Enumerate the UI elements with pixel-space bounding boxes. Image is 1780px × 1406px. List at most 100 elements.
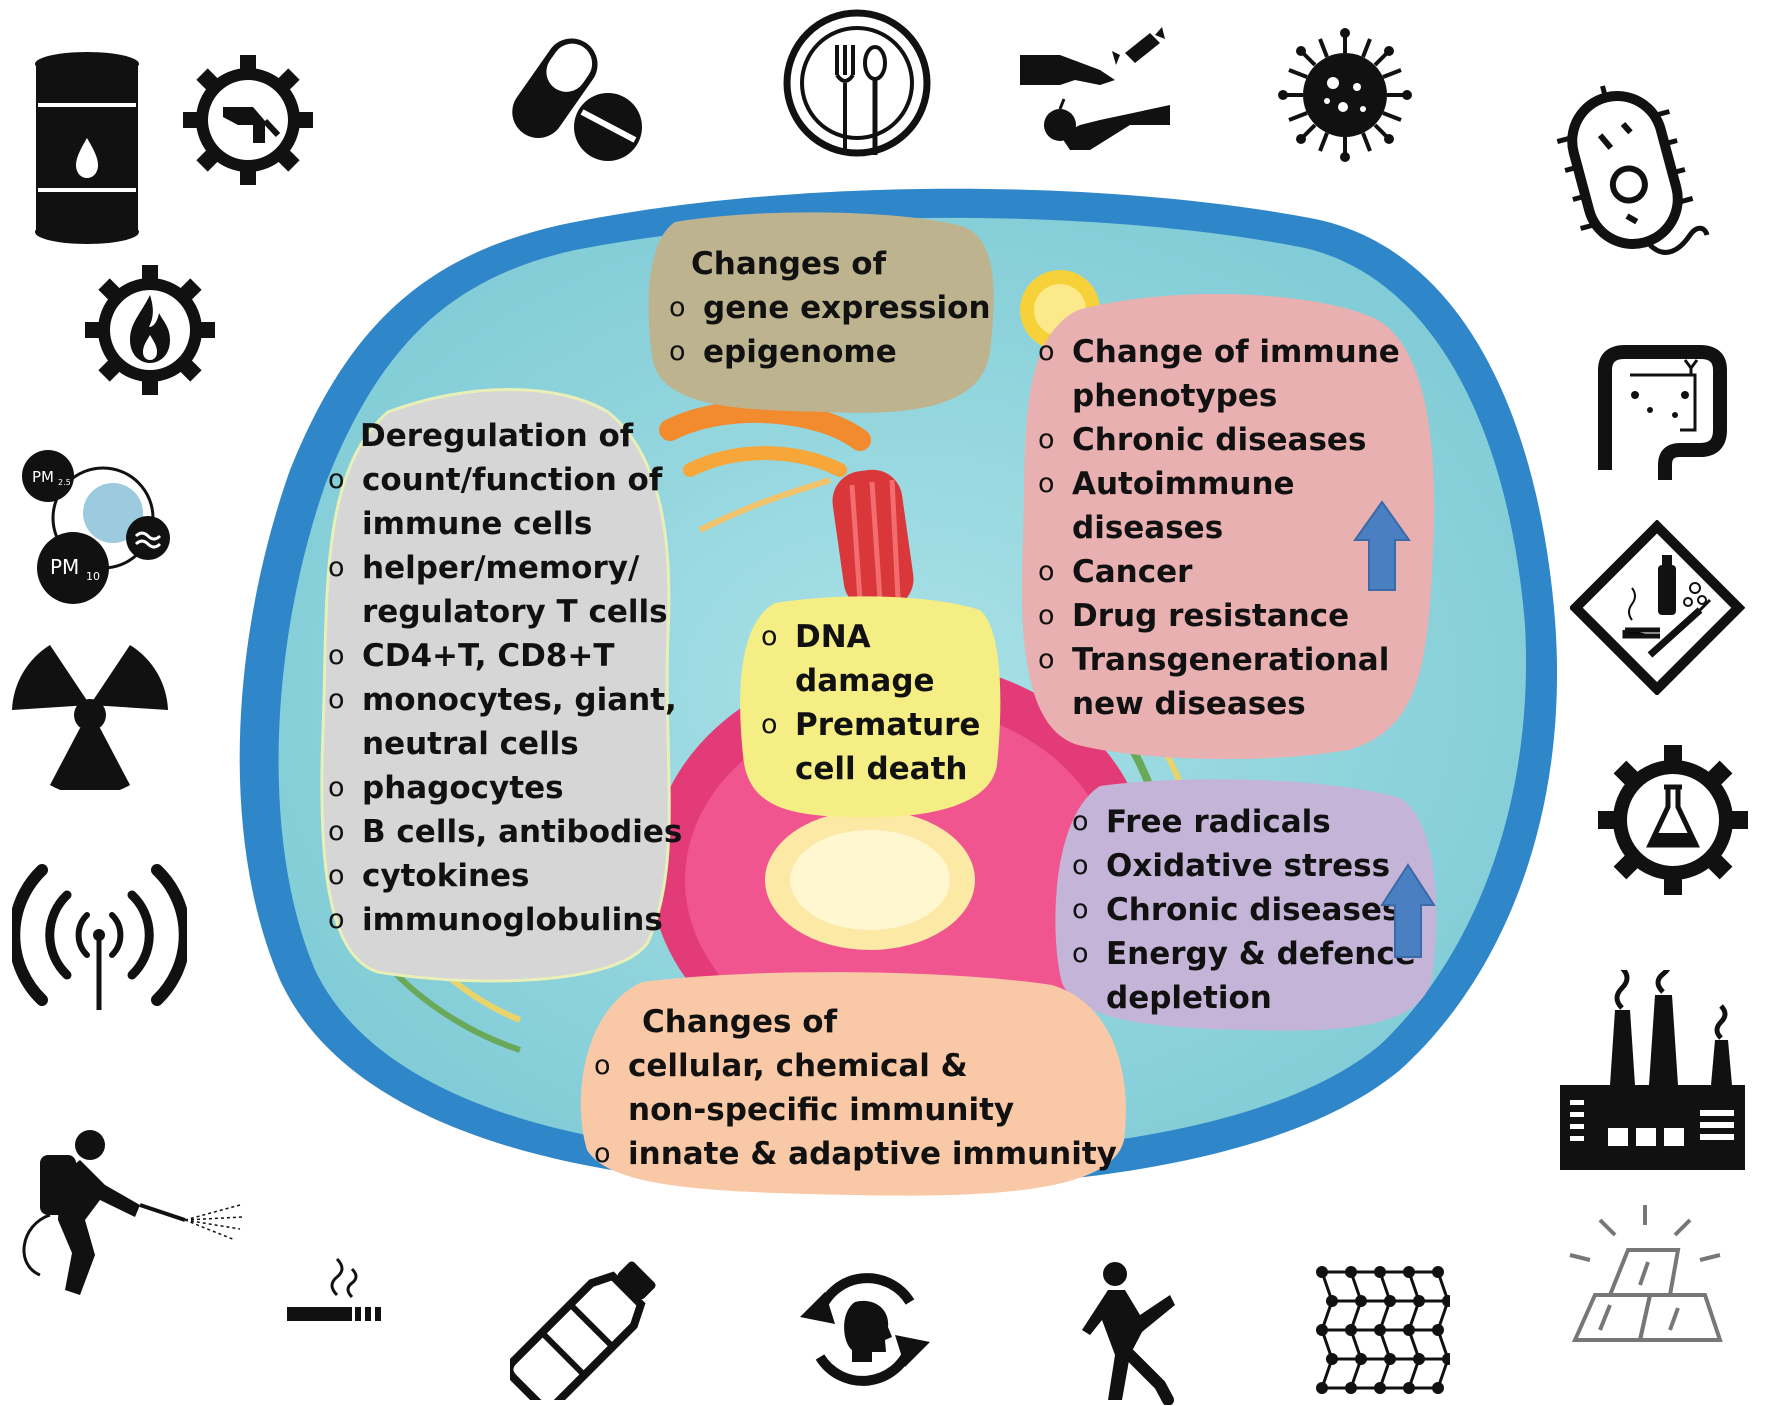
dining-plate-icon <box>775 5 940 160</box>
network-node <box>1413 1295 1425 1307</box>
dereg-item-line: immunoglobulins <box>362 902 663 938</box>
immune-item-line: Autoimmune <box>1072 466 1295 502</box>
network-node <box>1355 1353 1367 1365</box>
radicals-item: Oxidative stress <box>1072 844 1440 888</box>
gold-bars-icon <box>1560 1200 1730 1345</box>
network-node <box>1345 1324 1357 1336</box>
network-node <box>1384 1353 1396 1365</box>
drugs-warning-icon <box>1570 520 1745 695</box>
immunity-item: cellular, chemical & non-specific immunit… <box>594 1044 1132 1132</box>
deregulation-box: Deregulation of count/function ofimmune … <box>318 382 688 987</box>
dereg-item: phagocytes <box>328 766 688 810</box>
fuel-gear-icon <box>183 55 313 185</box>
dereg-item-line: regulatory T cells <box>362 594 668 630</box>
network-node <box>1442 1295 1450 1307</box>
dereg-item: CD4+T, CD8+T <box>328 634 688 678</box>
network-node <box>1403 1266 1415 1278</box>
radicals-item-line: Chronic diseases <box>1106 892 1401 928</box>
immune-item-line: phenotypes <box>1072 378 1278 414</box>
dereg-item-line: monocytes, giant, <box>362 682 677 718</box>
free-radicals-box: Free radicalsOxidative stressChronic dis… <box>1050 778 1440 1033</box>
immune-item-line: Change of immune <box>1072 334 1400 370</box>
chemistry-gear-icon <box>1598 745 1748 895</box>
nanoparticle-network-icon <box>1310 1260 1450 1400</box>
fire-gear-icon <box>85 265 215 395</box>
immune-item-line: Chronic diseases <box>1072 422 1367 458</box>
network-node <box>1374 1324 1386 1336</box>
immune-item-line: Cancer <box>1072 554 1193 590</box>
dereg-item-line: cytokines <box>362 858 530 894</box>
dereg-item-line: neutral cells <box>362 726 579 762</box>
immune-item: Transgenerational new diseases <box>1038 638 1438 726</box>
immune-item-line: Transgenerational <box>1072 642 1390 678</box>
immunity-item-line: cellular, chemical & <box>628 1048 968 1084</box>
radicals-item-line: Oxidative stress <box>1106 848 1391 884</box>
radicals-item-line: depletion <box>1106 980 1272 1016</box>
factory-icon <box>1560 970 1745 1170</box>
immunity-item: innate & adaptive immunity <box>594 1132 1132 1176</box>
dereg-item: immunoglobulins <box>328 898 688 942</box>
immune-item: Chronic diseases <box>1038 418 1438 462</box>
immune-item: Drug resistance <box>1038 594 1438 638</box>
immunity-item-line: non-specific immunity <box>628 1092 1015 1128</box>
mitochondrion <box>832 469 914 611</box>
dereg-item-line: CD4+T, CD8+T <box>362 638 615 674</box>
gene-expression-box: Changes of gene expression epigenome <box>645 212 1000 417</box>
dna-list: DNA damagePrematurecell death <box>761 615 1003 791</box>
radicals-list: Free radicalsOxidative stressChronic dis… <box>1072 800 1440 1020</box>
plastic-bottle-icon <box>510 1255 670 1400</box>
network-node <box>1326 1353 1338 1365</box>
pm10-subscript: 10 <box>86 570 100 583</box>
pill-capsule-icon <box>490 22 645 167</box>
cigarette-icon <box>287 1255 382 1325</box>
oil-barrel-icon <box>30 50 145 245</box>
dereg-item: helper/memory/regulatory T cells <box>328 546 688 634</box>
immune-item: Change of immune phenotypes <box>1038 330 1438 418</box>
golgi-apparatus <box>659 400 871 477</box>
radicals-item: Free radicals <box>1072 800 1440 844</box>
dereg-item-line: helper/memory/ <box>362 550 640 586</box>
immunity-list: cellular, chemical & non-specific immunit… <box>594 1044 1132 1176</box>
radicals-item: Chronic diseases <box>1072 888 1440 932</box>
virus-icon <box>1275 25 1415 165</box>
radicals-item: Energy & defence depletion <box>1072 932 1440 1020</box>
immunity-item-line: innate & adaptive immunity <box>628 1136 1117 1172</box>
dna-damage-box: DNA damagePrematurecell death <box>735 595 1003 820</box>
pm25-subscript: 2.5 <box>58 478 71 487</box>
network-node <box>1316 1382 1328 1394</box>
dereg-item: monocytes, giant, neutral cells <box>328 678 688 766</box>
network-node <box>1403 1324 1415 1336</box>
dna-item: DNA damage <box>761 615 1003 703</box>
dna-item-line: DNA <box>795 619 871 655</box>
network-node <box>1432 1266 1444 1278</box>
immunity-box-heading: Changes of <box>642 1004 838 1040</box>
radicals-item-line: Energy & defence <box>1106 936 1416 972</box>
network-node <box>1316 1324 1328 1336</box>
dereg-box-heading: Deregulation of <box>360 418 634 454</box>
immune-item-line: new diseases <box>1072 686 1306 722</box>
network-node <box>1374 1266 1386 1278</box>
intestine-icon <box>1585 340 1740 485</box>
network-node <box>1403 1382 1415 1394</box>
dereg-item-line: immune cells <box>362 506 593 542</box>
gene-box-item: gene expression <box>669 286 1000 330</box>
immune-phenotypes-box: Change of immune phenotypesChronic diseas… <box>1018 290 1438 760</box>
dna-item-line: damage <box>795 663 935 699</box>
dna-item-line: Premature <box>795 707 981 743</box>
network-node <box>1413 1353 1425 1365</box>
immunity-box: Changes of cellular, chemical & non-speci… <box>572 970 1132 1198</box>
dereg-item: cytokines <box>328 854 688 898</box>
er-strand <box>698 477 831 533</box>
immune-list: Change of immune phenotypesChronic diseas… <box>1038 330 1438 726</box>
network-node <box>1345 1266 1357 1278</box>
dereg-item: B cells, antibodies <box>328 810 688 854</box>
radicals-item-line: Free radicals <box>1106 804 1331 840</box>
dereg-item-line: phagocytes <box>362 770 564 806</box>
network-node <box>1355 1295 1367 1307</box>
network-node <box>1326 1295 1338 1307</box>
food-hands-icon <box>1020 25 1170 160</box>
bacteria-icon <box>1555 75 1710 270</box>
